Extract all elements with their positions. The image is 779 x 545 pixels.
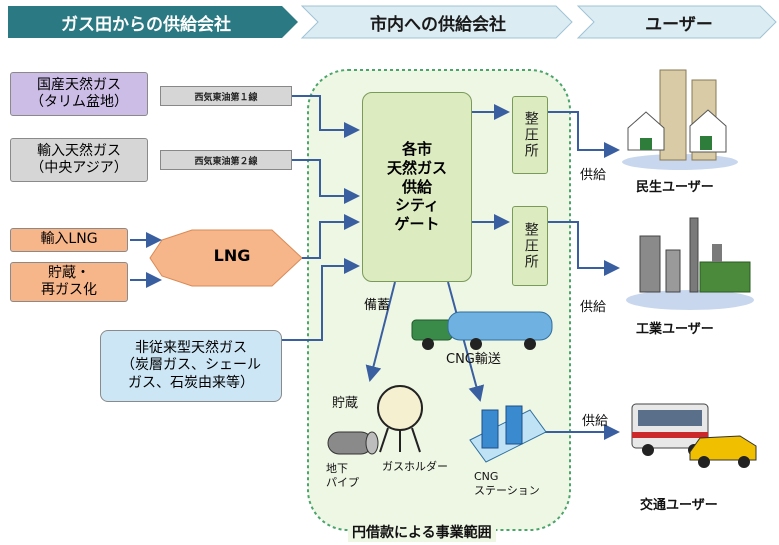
- arrow-unconv: [282, 258, 360, 341]
- arrow-gate-cng: [447, 281, 485, 402]
- arrow-reg2-ind: [548, 221, 620, 276]
- supply-label-2: 供給: [580, 300, 607, 315]
- source-domestic: 国産天然ガス （タリム盆地）: [10, 72, 148, 116]
- header-city: 市内への供給会社: [370, 14, 506, 35]
- header-user-shape: [576, 5, 777, 39]
- header-gasfield-shape: [8, 6, 298, 38]
- factory-icon: [626, 217, 754, 310]
- header-city-shape: [300, 5, 573, 39]
- storage-label: 貯蔵: [332, 396, 359, 411]
- arrow-line2: [292, 159, 360, 204]
- lng-label: LNG: [213, 246, 251, 265]
- user-residential: 民生ユーザー: [636, 180, 714, 195]
- underground-pipe-label: 地下 パイプ: [326, 462, 359, 490]
- cng-station-label: CNG ステーション: [474, 470, 540, 498]
- header-user: ユーザー: [645, 14, 713, 35]
- arrow-line1: [292, 95, 360, 138]
- bus-taxi-icon: [631, 403, 757, 468]
- lng-hexagon: [149, 229, 303, 287]
- cng-station-icon: [469, 405, 547, 463]
- source-import: 輸入天然ガス （中央アジア）: [10, 138, 148, 182]
- source-storage-regas: 貯蔵・ 再ガス化: [10, 262, 128, 302]
- city-gate: 各市 天然ガス 供給 シティ ゲート: [362, 92, 472, 282]
- header-gasfield: ガス田からの供給会社: [61, 14, 231, 35]
- regulator-1: 整圧所: [512, 96, 548, 174]
- arrow-gate-storage: [365, 281, 396, 382]
- cng-transport-label: CNG輸送: [446, 352, 501, 367]
- gas-holder-icon: [377, 385, 423, 453]
- pipeline-line2: 西気東油第２線: [160, 150, 292, 170]
- underground-pipe-icon: [327, 431, 379, 455]
- arrow-lng-gate: [302, 214, 360, 259]
- supply-label-1: 供給: [580, 168, 607, 183]
- source-unconventional: 非従来型天然ガス （炭層ガス、シェール ガス、石炭由来等）: [100, 330, 282, 402]
- arrow-reg1-res: [548, 111, 620, 158]
- loan-scope-label: 円借款による事業範囲: [348, 522, 496, 542]
- cng-truck-icon: [411, 311, 553, 350]
- pipeline-line1: 西気東油第１線: [160, 86, 292, 106]
- residential-building-icon: [622, 69, 738, 170]
- gas-holder-label: ガスホルダー: [382, 460, 448, 473]
- user-industrial: 工業ユーザー: [636, 322, 714, 337]
- supply-label-3: 供給: [582, 414, 609, 429]
- user-transport: 交通ユーザー: [640, 498, 718, 513]
- source-lng-import: 輸入LNG: [10, 228, 128, 252]
- regulator-2: 整圧所: [512, 206, 548, 286]
- stock-label: 備蓄: [364, 298, 391, 313]
